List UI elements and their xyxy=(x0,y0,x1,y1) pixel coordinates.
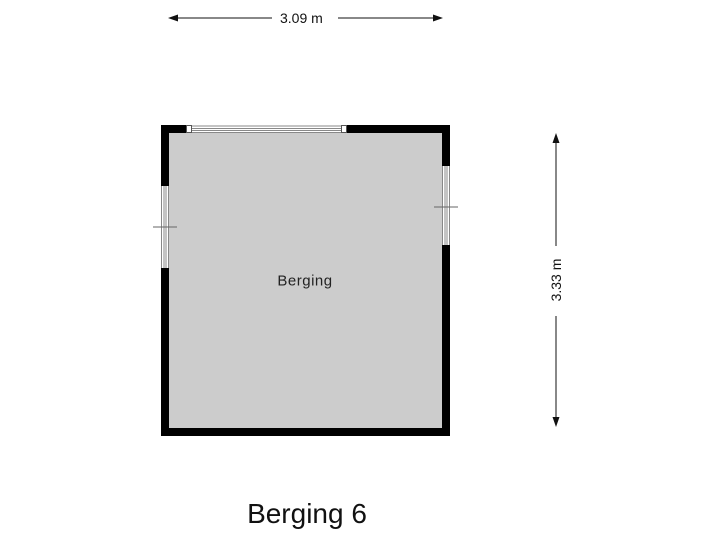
walls xyxy=(161,125,450,436)
window-left xyxy=(153,186,177,268)
window-top xyxy=(186,125,347,133)
plan-title: Berging 6 xyxy=(247,498,367,529)
window-right xyxy=(434,166,458,245)
room-label-berging: Berging xyxy=(277,272,333,290)
width-dimension-label: 3.09 m xyxy=(276,10,327,26)
height-dimension-label: 3.33 m xyxy=(548,254,564,306)
height-dimension-line xyxy=(552,133,560,427)
room-floor xyxy=(169,133,442,428)
arrow-left-icon xyxy=(168,14,178,22)
arrow-right-icon xyxy=(433,14,443,22)
arrow-down-icon xyxy=(552,417,560,427)
width-dimension-line xyxy=(168,14,443,22)
arrow-up-icon xyxy=(552,133,560,143)
